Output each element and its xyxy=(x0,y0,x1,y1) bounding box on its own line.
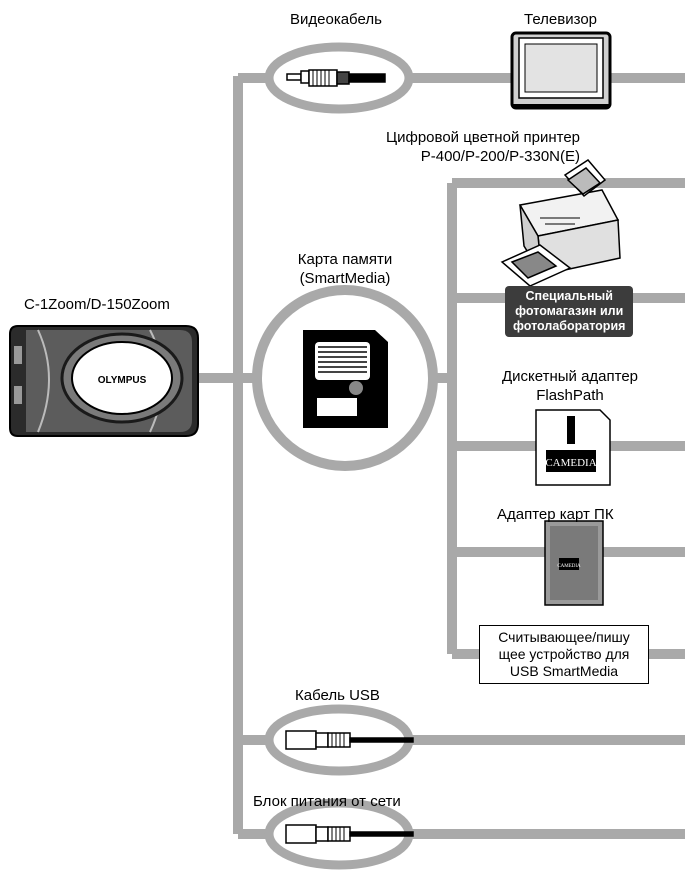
video-cable-label: Видеокабель xyxy=(290,11,382,28)
usb-plug-icon xyxy=(285,730,414,750)
printer-label: Цифровой цветной принтер P-400/P-200/P-3… xyxy=(340,128,580,166)
usb-reader-box: Считывающее/пишу щее устройство для USB … xyxy=(479,625,649,684)
floppy-badge-text: CAMEDIA xyxy=(545,457,596,469)
memory-card-label-line2: (SmartMedia) xyxy=(299,270,391,287)
trunk-line xyxy=(196,76,243,834)
floppy-adapter-label: Дискетный адаптер FlashPath xyxy=(480,367,660,405)
photo-lab-line3: фотолаборатория xyxy=(513,319,626,333)
camera-icon: OLYMPUS xyxy=(9,325,199,437)
usb-reader-line2: щее устройство для xyxy=(498,646,630,662)
camera-label: C-1Zoom/D-150Zoom xyxy=(24,296,170,313)
pc-card-adapter-icon: CAMEDIA xyxy=(544,520,604,606)
floppy-adapter-label-line2: FlashPath xyxy=(536,387,604,404)
ac-adapter-label: Блок питания от сети xyxy=(253,793,401,810)
power-plug-icon xyxy=(285,824,414,844)
usb-reader-line3: USB SmartMedia xyxy=(509,663,619,679)
printer-label-line2: P-400/P-200/P-330N(E) xyxy=(420,148,580,165)
tv-icon xyxy=(510,31,612,110)
memory-card-label: Карта памяти (SmartMedia) xyxy=(278,250,412,288)
pccard-badge-text: CAMEDIA xyxy=(557,564,581,569)
photo-lab-badge: Специальный фотомагазин или фотолаборато… xyxy=(505,286,634,337)
floppy-adapter-label-line1: Дискетный адаптер xyxy=(501,368,639,385)
printer-icon xyxy=(500,159,621,287)
usb-cable-label: Кабель USB xyxy=(295,687,380,704)
photo-lab-line1: Специальный xyxy=(525,289,613,303)
connector-lines xyxy=(196,73,685,839)
camera-brand: OLYMPUS xyxy=(98,375,147,386)
floppy-adapter-icon: CAMEDIA xyxy=(535,409,611,486)
usb-reader-line1: Считывающее/пишу xyxy=(498,629,630,645)
video-plug-icon xyxy=(286,69,386,87)
photo-lab-line2: фотомагазин или xyxy=(515,304,624,318)
smartmedia-card-icon xyxy=(303,330,388,428)
memory-card-label-line1: Карта памяти xyxy=(297,251,393,268)
pc-card-adapter-label: Адаптер карт ПК xyxy=(497,506,614,523)
printer-label-line1: Цифровой цветной принтер xyxy=(386,129,580,146)
tv-label: Телевизор xyxy=(524,11,598,28)
